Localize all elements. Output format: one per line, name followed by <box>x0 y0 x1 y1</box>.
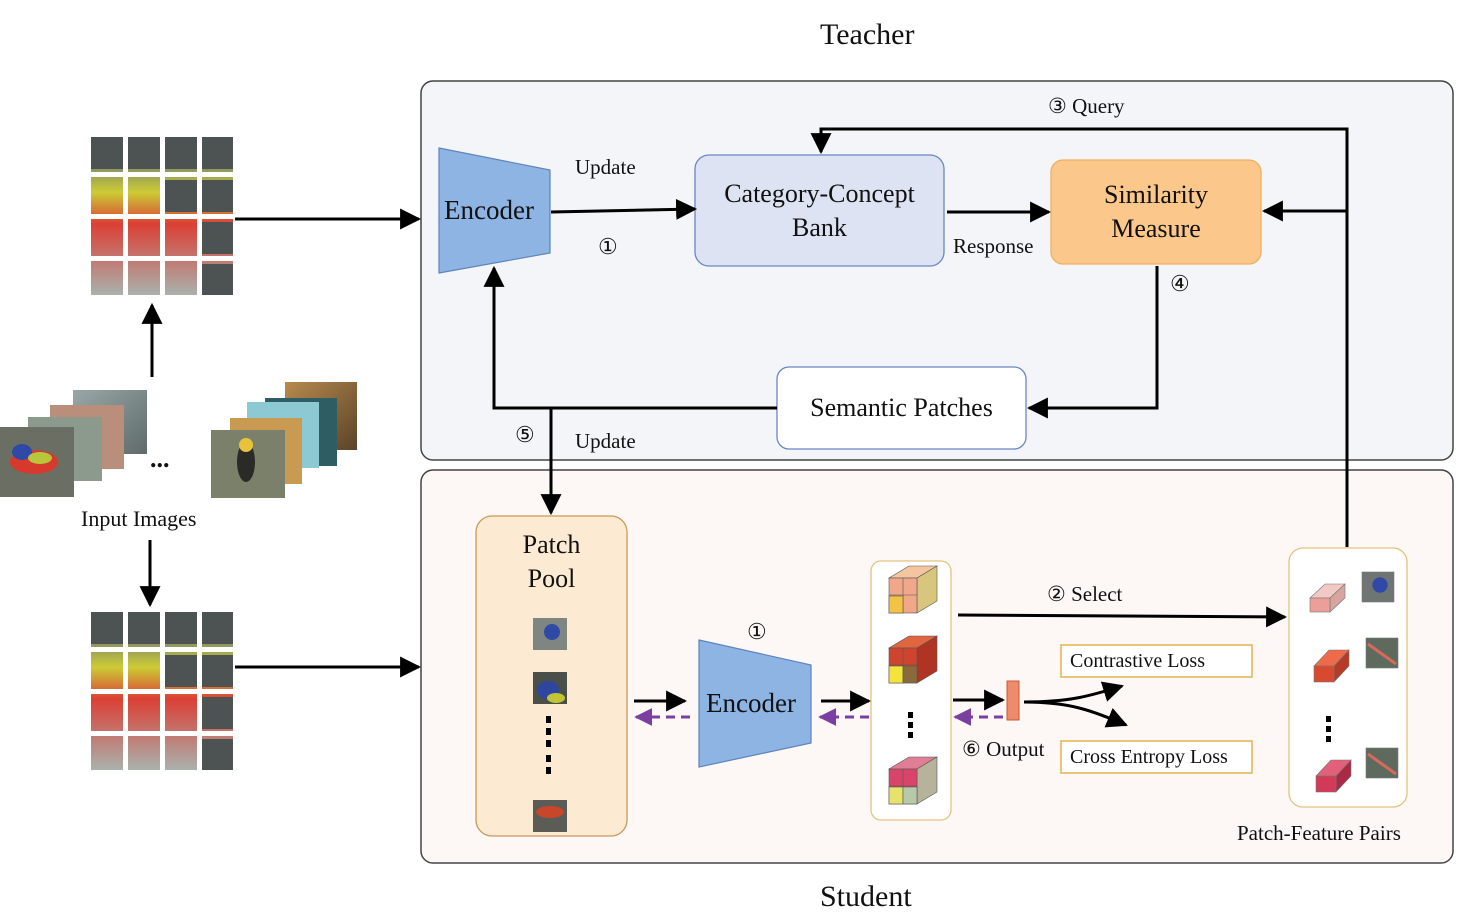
update-label-bottom: Update <box>575 429 636 453</box>
contrastive-loss-shape <box>1060 644 1253 678</box>
step5-marker: ⑤ <box>515 422 535 447</box>
pair-dots <box>1326 716 1331 742</box>
step4-marker: ④ <box>1170 271 1190 296</box>
category-concept-bank: Category-Concept Bank <box>695 155 944 266</box>
semantic-patches: Semantic Patches <box>810 393 993 422</box>
similarity-line2: Measure <box>1111 214 1201 243</box>
student-title: Student <box>820 880 912 913</box>
similarity-measure: Similarity Measure <box>1051 160 1261 264</box>
patch-feature-pairs-label: Patch-Feature Pairs <box>1237 821 1401 845</box>
feature-column-dots <box>908 712 913 738</box>
patch-feature-pair-items <box>1309 571 1399 793</box>
top-patch-grid <box>89 135 235 297</box>
feature-cubes <box>887 565 939 805</box>
select-label: ② Select <box>1047 582 1123 606</box>
step1-marker-teacher: ① <box>598 234 618 259</box>
cross-entropy-loss-shape <box>1060 740 1253 774</box>
step1-marker-student: ① <box>747 619 767 644</box>
patch-pool-thumbnails <box>533 618 567 832</box>
patch-pool-line1: Patch <box>522 530 581 559</box>
patch-pool-line2: Pool <box>527 563 576 593</box>
teacher-encoder-label: Encoder <box>444 195 534 225</box>
input-image-stack-right <box>211 382 357 498</box>
update-label-top: Update <box>575 155 636 179</box>
response-label: Response <box>953 234 1034 258</box>
query-label: ③ Query <box>1048 94 1125 118</box>
similarity-line1: Similarity <box>1104 180 1208 210</box>
output-label: ⑥ Output <box>962 737 1045 761</box>
input-image-stack-left <box>0 390 147 497</box>
flow-arrows <box>139 127 1349 728</box>
bank-line1: Category-Concept <box>724 179 915 209</box>
output-feature-bar <box>1006 680 1020 721</box>
student-encoder-shape <box>698 639 812 768</box>
bank-line2: Bank <box>792 212 847 242</box>
student-encoder-label: Encoder <box>706 688 796 718</box>
teacher-title: Teacher <box>820 18 915 51</box>
bottom-patch-grid <box>89 610 235 772</box>
contrastive-loss: Contrastive Loss <box>1070 649 1205 672</box>
input-images-label: Input Images <box>81 506 197 531</box>
patch-feature-pairs-shape <box>1288 547 1408 808</box>
teacher-encoder-shape <box>438 147 551 274</box>
cross-entropy-loss: Cross Entropy Loss <box>1070 745 1228 768</box>
input-ellipsis: ... <box>150 444 170 473</box>
patch-pool: Patch Pool <box>476 528 627 600</box>
